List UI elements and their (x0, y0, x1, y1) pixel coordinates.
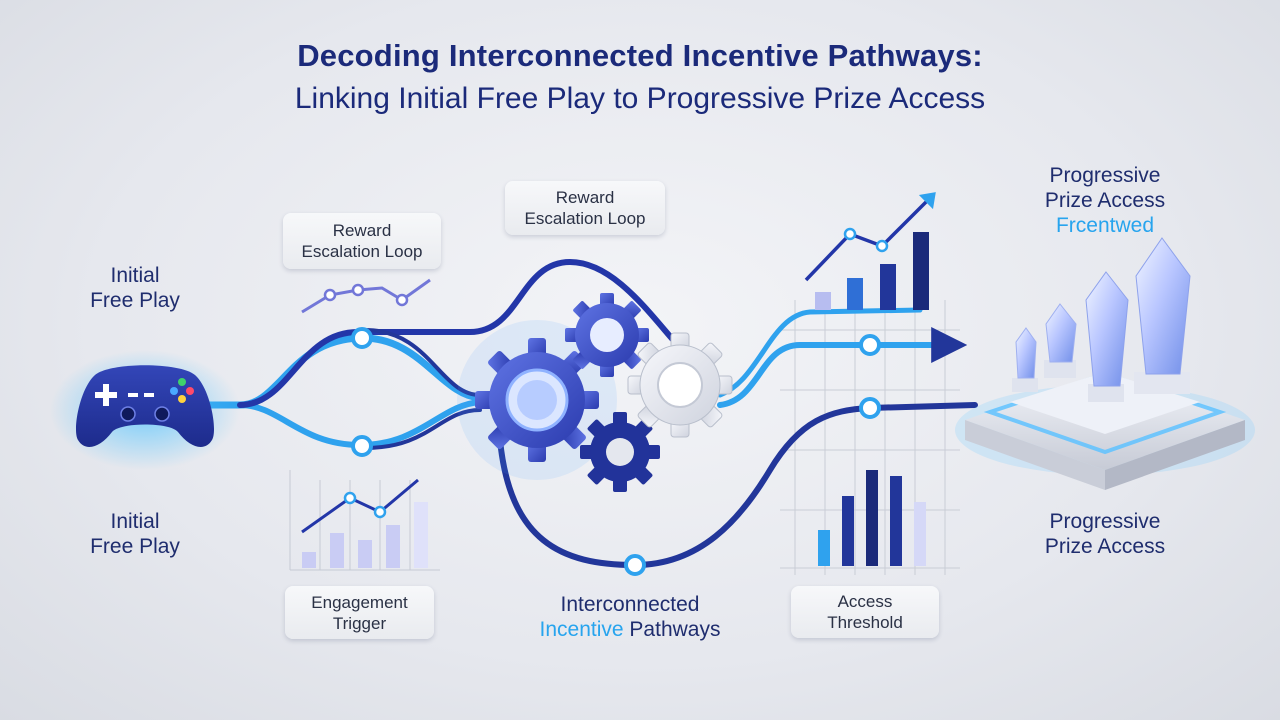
label-line: Interconnected (560, 593, 700, 616)
label-line: Free Play (90, 289, 180, 312)
trend-arrow-icon (804, 192, 936, 282)
label-word: Pathways (629, 618, 721, 641)
gear-icon-pale (627, 332, 733, 438)
label-line: Progressive (1049, 164, 1161, 187)
card-line: Escalation Loop (524, 209, 646, 228)
trend-chart-left (301, 278, 431, 314)
bar-chart-left (301, 478, 428, 568)
card-engagement-trigger: Engagement Trigger (285, 586, 434, 639)
card-reward-escalation-loop-center: Reward Escalation Loop (505, 181, 665, 235)
label-line: Initial (110, 264, 160, 287)
card-line: Trigger (332, 613, 387, 633)
label-line: Prize Access (1044, 189, 1166, 212)
card-line: Reward (332, 221, 392, 240)
bar-chart-right-top (815, 232, 929, 310)
card-reward-escalation-loop-left: Reward Escalation Loop (283, 213, 441, 269)
card-line: Engagement (311, 592, 408, 612)
game-controller-icon (50, 350, 240, 470)
label-initial-free-play-bottom: Initial Free Play (70, 509, 200, 559)
page-title: Decoding Interconnected Incentive Pathwa… (0, 38, 1280, 116)
label-line-accent: Frcentwed (1055, 214, 1155, 237)
label-line: Prize Access (1044, 535, 1166, 558)
card-line: Threshold (827, 613, 903, 632)
label-initial-free-play-top: Initial Free Play (70, 263, 200, 313)
card-line: Reward (555, 188, 615, 207)
card-line: Access (837, 592, 893, 611)
gear-icon-small-bottom (580, 412, 660, 492)
card-line: Escalation Loop (301, 242, 423, 261)
card-access-threshold: Access Threshold (791, 586, 939, 638)
label-progressive-prize-access-bottom: Progressive Prize Access (1020, 509, 1190, 559)
label-word-accent: Incentive (539, 618, 624, 641)
label-progressive-prize-access-top: Progressive Prize Access Frcentwed (1020, 163, 1190, 238)
bar-chart-right-bottom (818, 470, 926, 566)
label-line: Progressive (1049, 510, 1161, 533)
path-nodes (351, 327, 881, 576)
title-line-1: Decoding Interconnected Incentive Pathwa… (297, 38, 983, 73)
title-line-2: Linking Initial Free Play to Progressive… (294, 82, 986, 115)
gear-icon-small-top (565, 293, 649, 377)
crystal-trophy-icon (955, 237, 1255, 490)
label-line: Free Play (90, 535, 180, 558)
label-line: Initial (110, 510, 160, 533)
label-interconnected-incentive-pathways: Interconnected Incentive Pathways (500, 592, 760, 642)
